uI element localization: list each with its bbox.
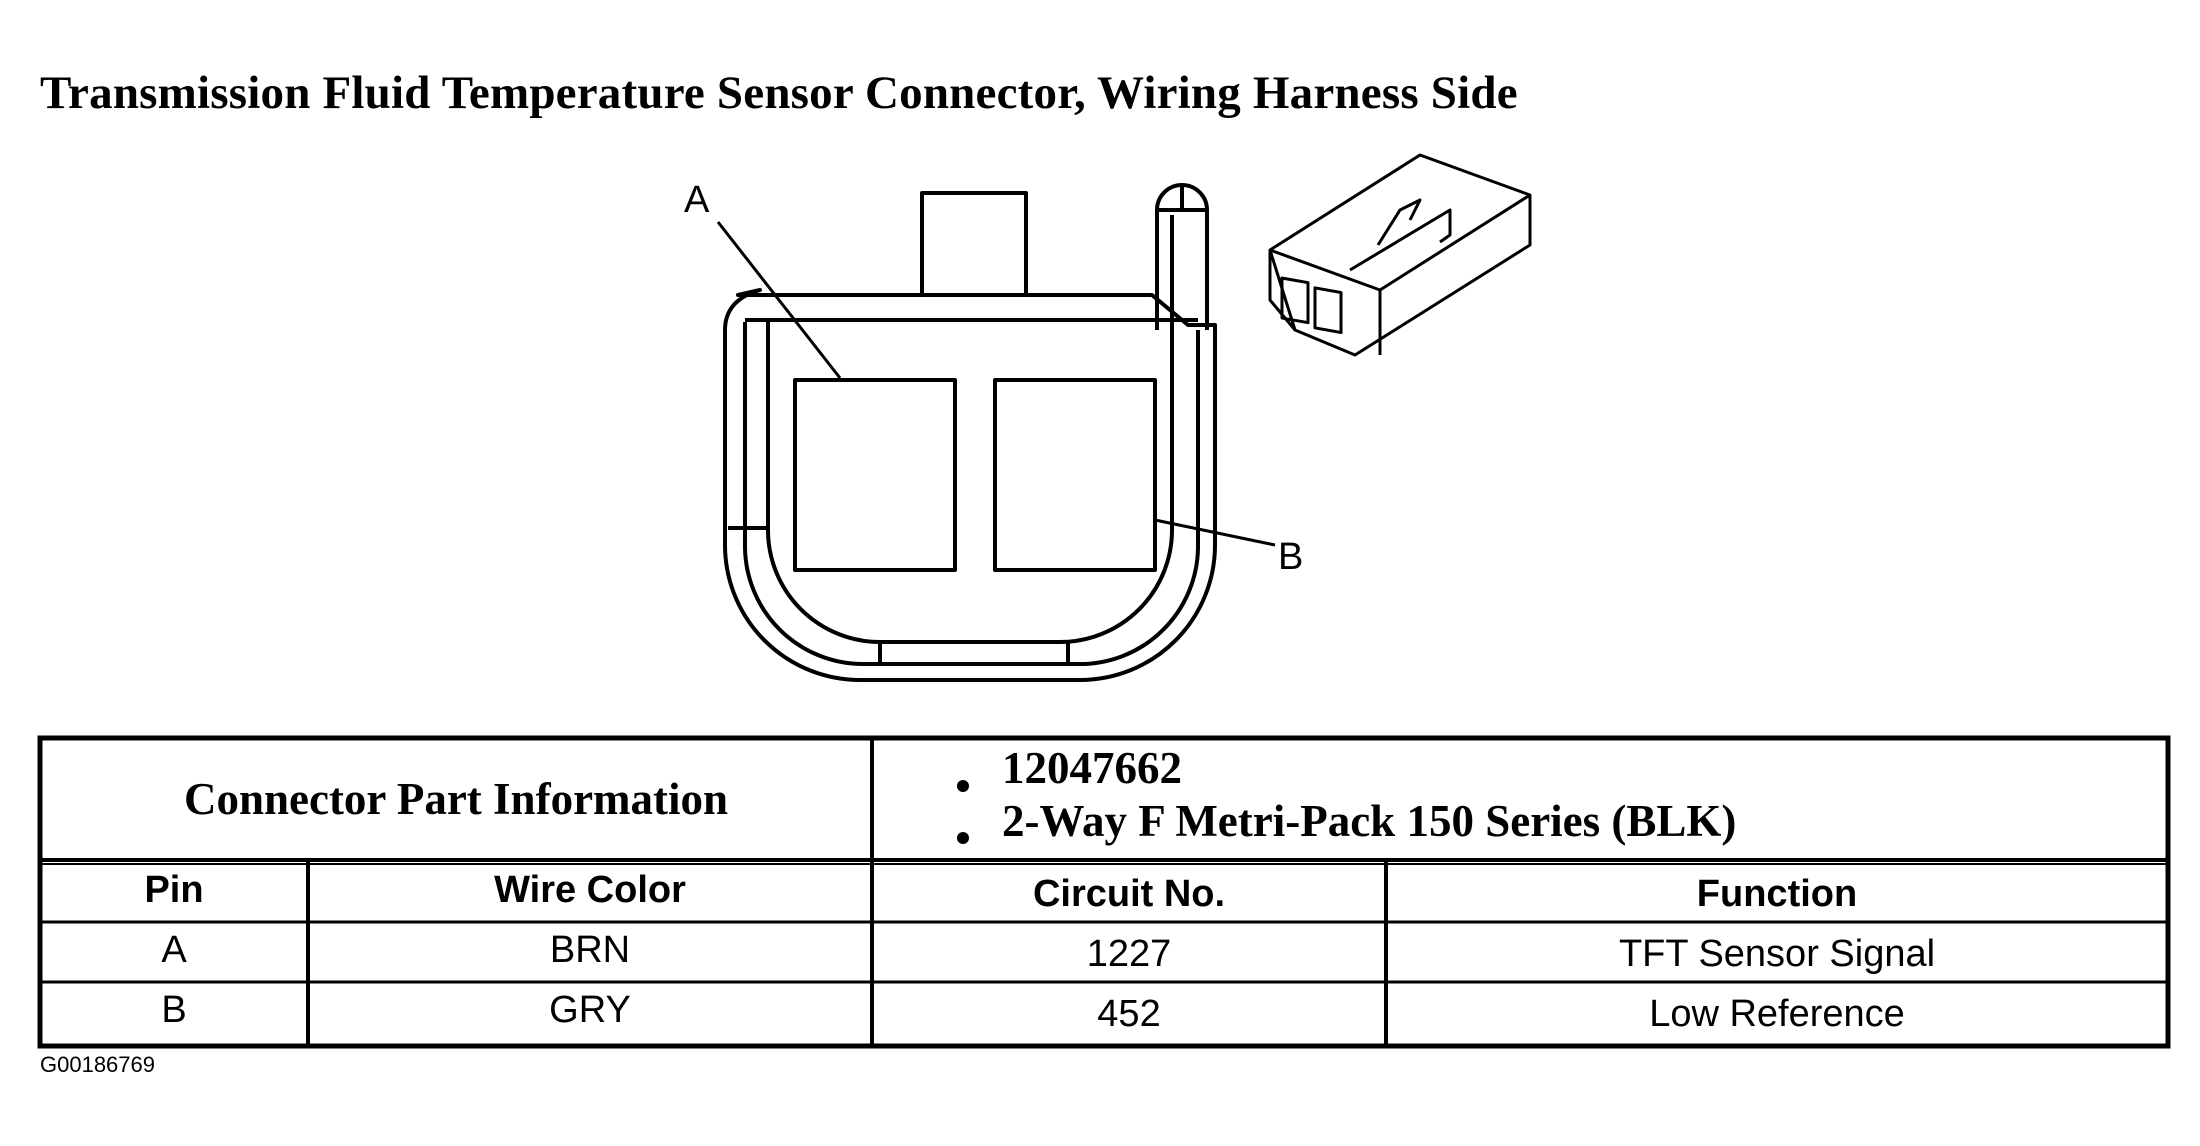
header-circuit-no: Circuit No. (1032, 872, 1226, 915)
bullet-icon (957, 780, 969, 792)
leader-line-a (716, 221, 842, 379)
pin-cavity-a (793, 378, 957, 572)
figure-id: G00186769 (40, 1052, 155, 1077)
pin-label-a: A (684, 179, 710, 221)
row-b-wire-color: GRY (549, 988, 631, 1031)
bullet-icon (957, 832, 969, 844)
connector-3d-view (1268, 153, 1532, 357)
pin-cavity-b (993, 378, 1157, 572)
leader-line-b (1154, 518, 1276, 547)
pin-label-b: B (1278, 536, 1304, 578)
row-b-circuit: 452 (1097, 992, 1161, 1035)
part-number: 12047662 (1002, 743, 1182, 793)
row-b-pin: B (161, 988, 187, 1031)
pinout-table: Connector Part Information Pin Wire Colo… (40, 738, 2168, 1046)
connector-diagram (716, 153, 1532, 682)
diagram-title: Transmission Fluid Temperature Sensor Co… (40, 67, 1518, 119)
row-b-function: Low Reference (1649, 992, 1905, 1035)
connector-outer-body (723, 288, 1217, 682)
row-a-pin: A (161, 928, 187, 971)
row-a-wire-color: BRN (549, 928, 631, 971)
header-function: Function (1696, 872, 1858, 915)
part-info-label: Connector Part Information (183, 774, 729, 824)
row-a-circuit: 1227 (1086, 932, 1172, 975)
header-wire-color: Wire Color (494, 868, 686, 911)
header-pin: Pin (144, 868, 204, 911)
row-a-function: TFT Sensor Signal (1618, 932, 1936, 975)
connector-description: 2-Way F Metri-Pack 150 Series (BLK) (1002, 796, 1737, 846)
